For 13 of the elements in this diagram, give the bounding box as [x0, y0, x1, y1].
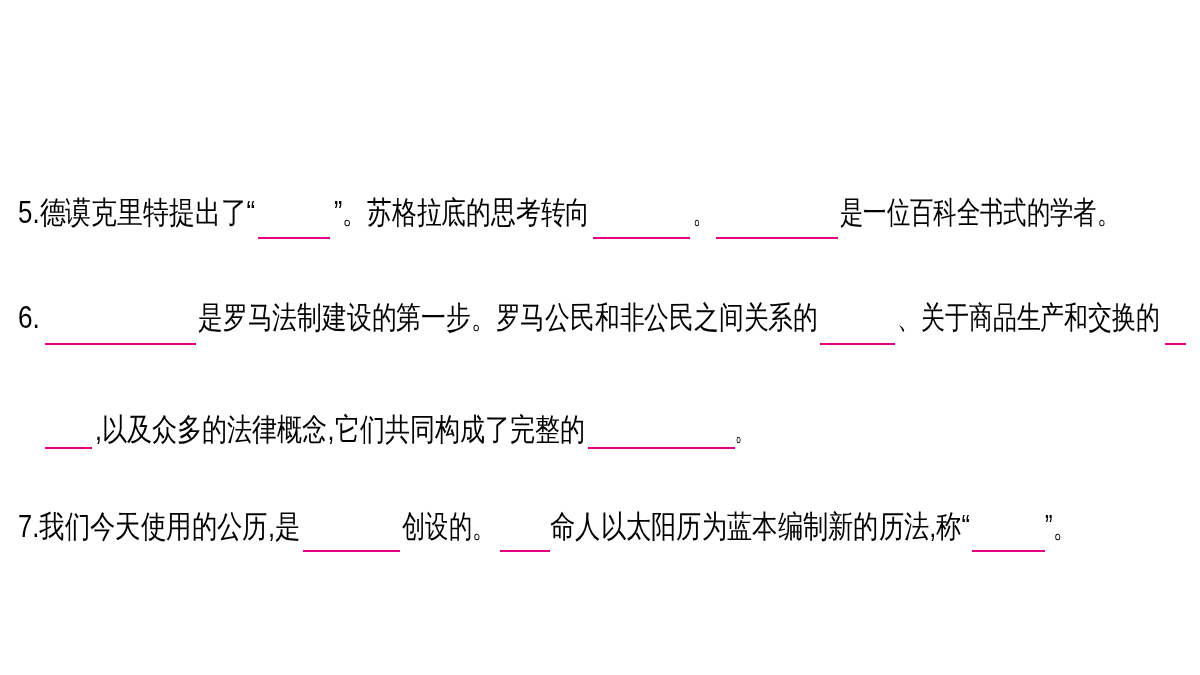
question-text: 5.德谟克里特提出了“ [18, 195, 256, 231]
question-text: 。 [693, 195, 712, 231]
question-text: ,以及众多的法律概念,它们共同构成了完整的 [95, 412, 586, 448]
question-text: 是一位百科全书式的学者。 [840, 195, 1120, 231]
question-text: 创设的。 [402, 509, 495, 545]
question-text: 7.我们今天使用的公历,是 [18, 509, 301, 545]
question-text: 、关于商品生产和交换的 [897, 300, 1160, 336]
question-text: ”。 [1045, 509, 1076, 545]
question-text: 是罗马法制建设的第一步。罗马公民和非公民之间关系的 [198, 300, 818, 336]
question-text: ”。苏格拉底的思考转向 [334, 195, 591, 231]
question-text: 命人以太阳历为蓝本编制新的历法,称“ [550, 509, 970, 545]
question-text: 6. [18, 300, 40, 336]
question-text: 。 [735, 412, 752, 448]
